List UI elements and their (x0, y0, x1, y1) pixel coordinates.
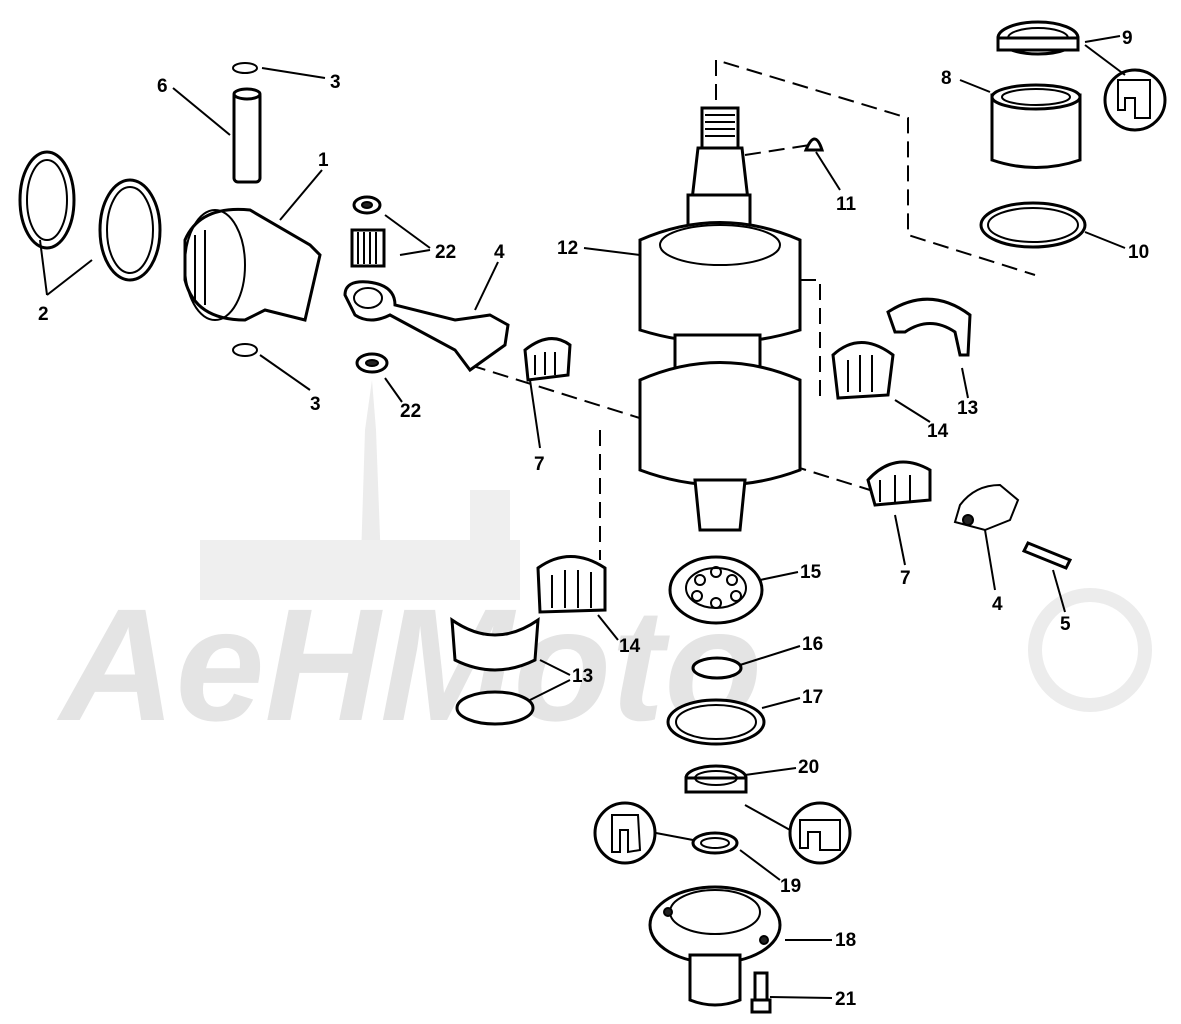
snap-ring (691, 656, 743, 680)
callout-13-lower: 13 (572, 666, 593, 687)
callout-19: 19 (780, 876, 801, 897)
callout-3-top: 3 (330, 72, 341, 93)
woodruff-key (803, 137, 825, 152)
callout-4-rod: 4 (494, 242, 505, 263)
callout-16: 16 (802, 634, 823, 655)
lower-bearing-housing (648, 885, 782, 1007)
callout-15: 15 (800, 562, 822, 583)
callout-11: 11 (836, 194, 857, 215)
top-bearing (990, 83, 1082, 169)
callout-1: 1 (318, 150, 329, 171)
lower-seal-20 (684, 764, 852, 865)
callout-13-upper: 13 (957, 398, 978, 419)
callout-10: 10 (1128, 242, 1149, 263)
upper-main-bearing (831, 297, 972, 400)
callout-4-cap: 4 (992, 594, 1003, 615)
callout-8: 8 (941, 68, 952, 89)
callout-21: 21 (835, 989, 857, 1010)
piston-pin-clips (232, 62, 258, 357)
lower-seal-19 (593, 801, 739, 865)
callout-5: 5 (1060, 614, 1071, 635)
callout-9: 9 (1122, 28, 1133, 49)
rod-cap-screw (1021, 541, 1073, 570)
callout-22-top: 22 (435, 242, 456, 263)
crankshaft (638, 106, 802, 532)
connecting-rod (343, 280, 1020, 532)
callout-18: 18 (835, 930, 856, 951)
callout-2: 2 (38, 304, 49, 325)
watermark-logo: AeHMoto (56, 380, 1152, 754)
callout-20: 20 (798, 757, 819, 778)
callout-3-bottom: 3 (310, 394, 321, 415)
callout-7-left: 7 (534, 454, 545, 475)
callout-14-lower: 14 (619, 636, 641, 657)
ball-bearing (668, 555, 764, 625)
callout-22-bottom: 22 (400, 401, 421, 422)
top-o-ring (979, 201, 1087, 249)
piston-pin (232, 87, 262, 184)
top-seal (996, 20, 1167, 132)
leader-lines (39, 35, 1126, 999)
pin-needle-bearing (350, 195, 389, 374)
callout-14-upper: 14 (927, 421, 949, 442)
rod-needle-bearings (523, 337, 932, 507)
watermark-text: AeHMoto (56, 575, 762, 754)
lower-main-bearing (450, 555, 607, 726)
callout-17: 17 (802, 687, 823, 708)
lower-o-ring (666, 698, 766, 746)
piston (183, 207, 322, 322)
housing-screw (750, 971, 772, 1014)
callout-7-right: 7 (900, 568, 911, 589)
callout-labels: 1 2 3 3 4 4 5 6 7 7 8 9 10 11 12 13 13 1… (38, 28, 1149, 1010)
piston-rings (18, 150, 162, 282)
callout-6: 6 (157, 76, 168, 97)
callout-12: 12 (557, 238, 578, 259)
alignment-lines (469, 58, 1036, 560)
